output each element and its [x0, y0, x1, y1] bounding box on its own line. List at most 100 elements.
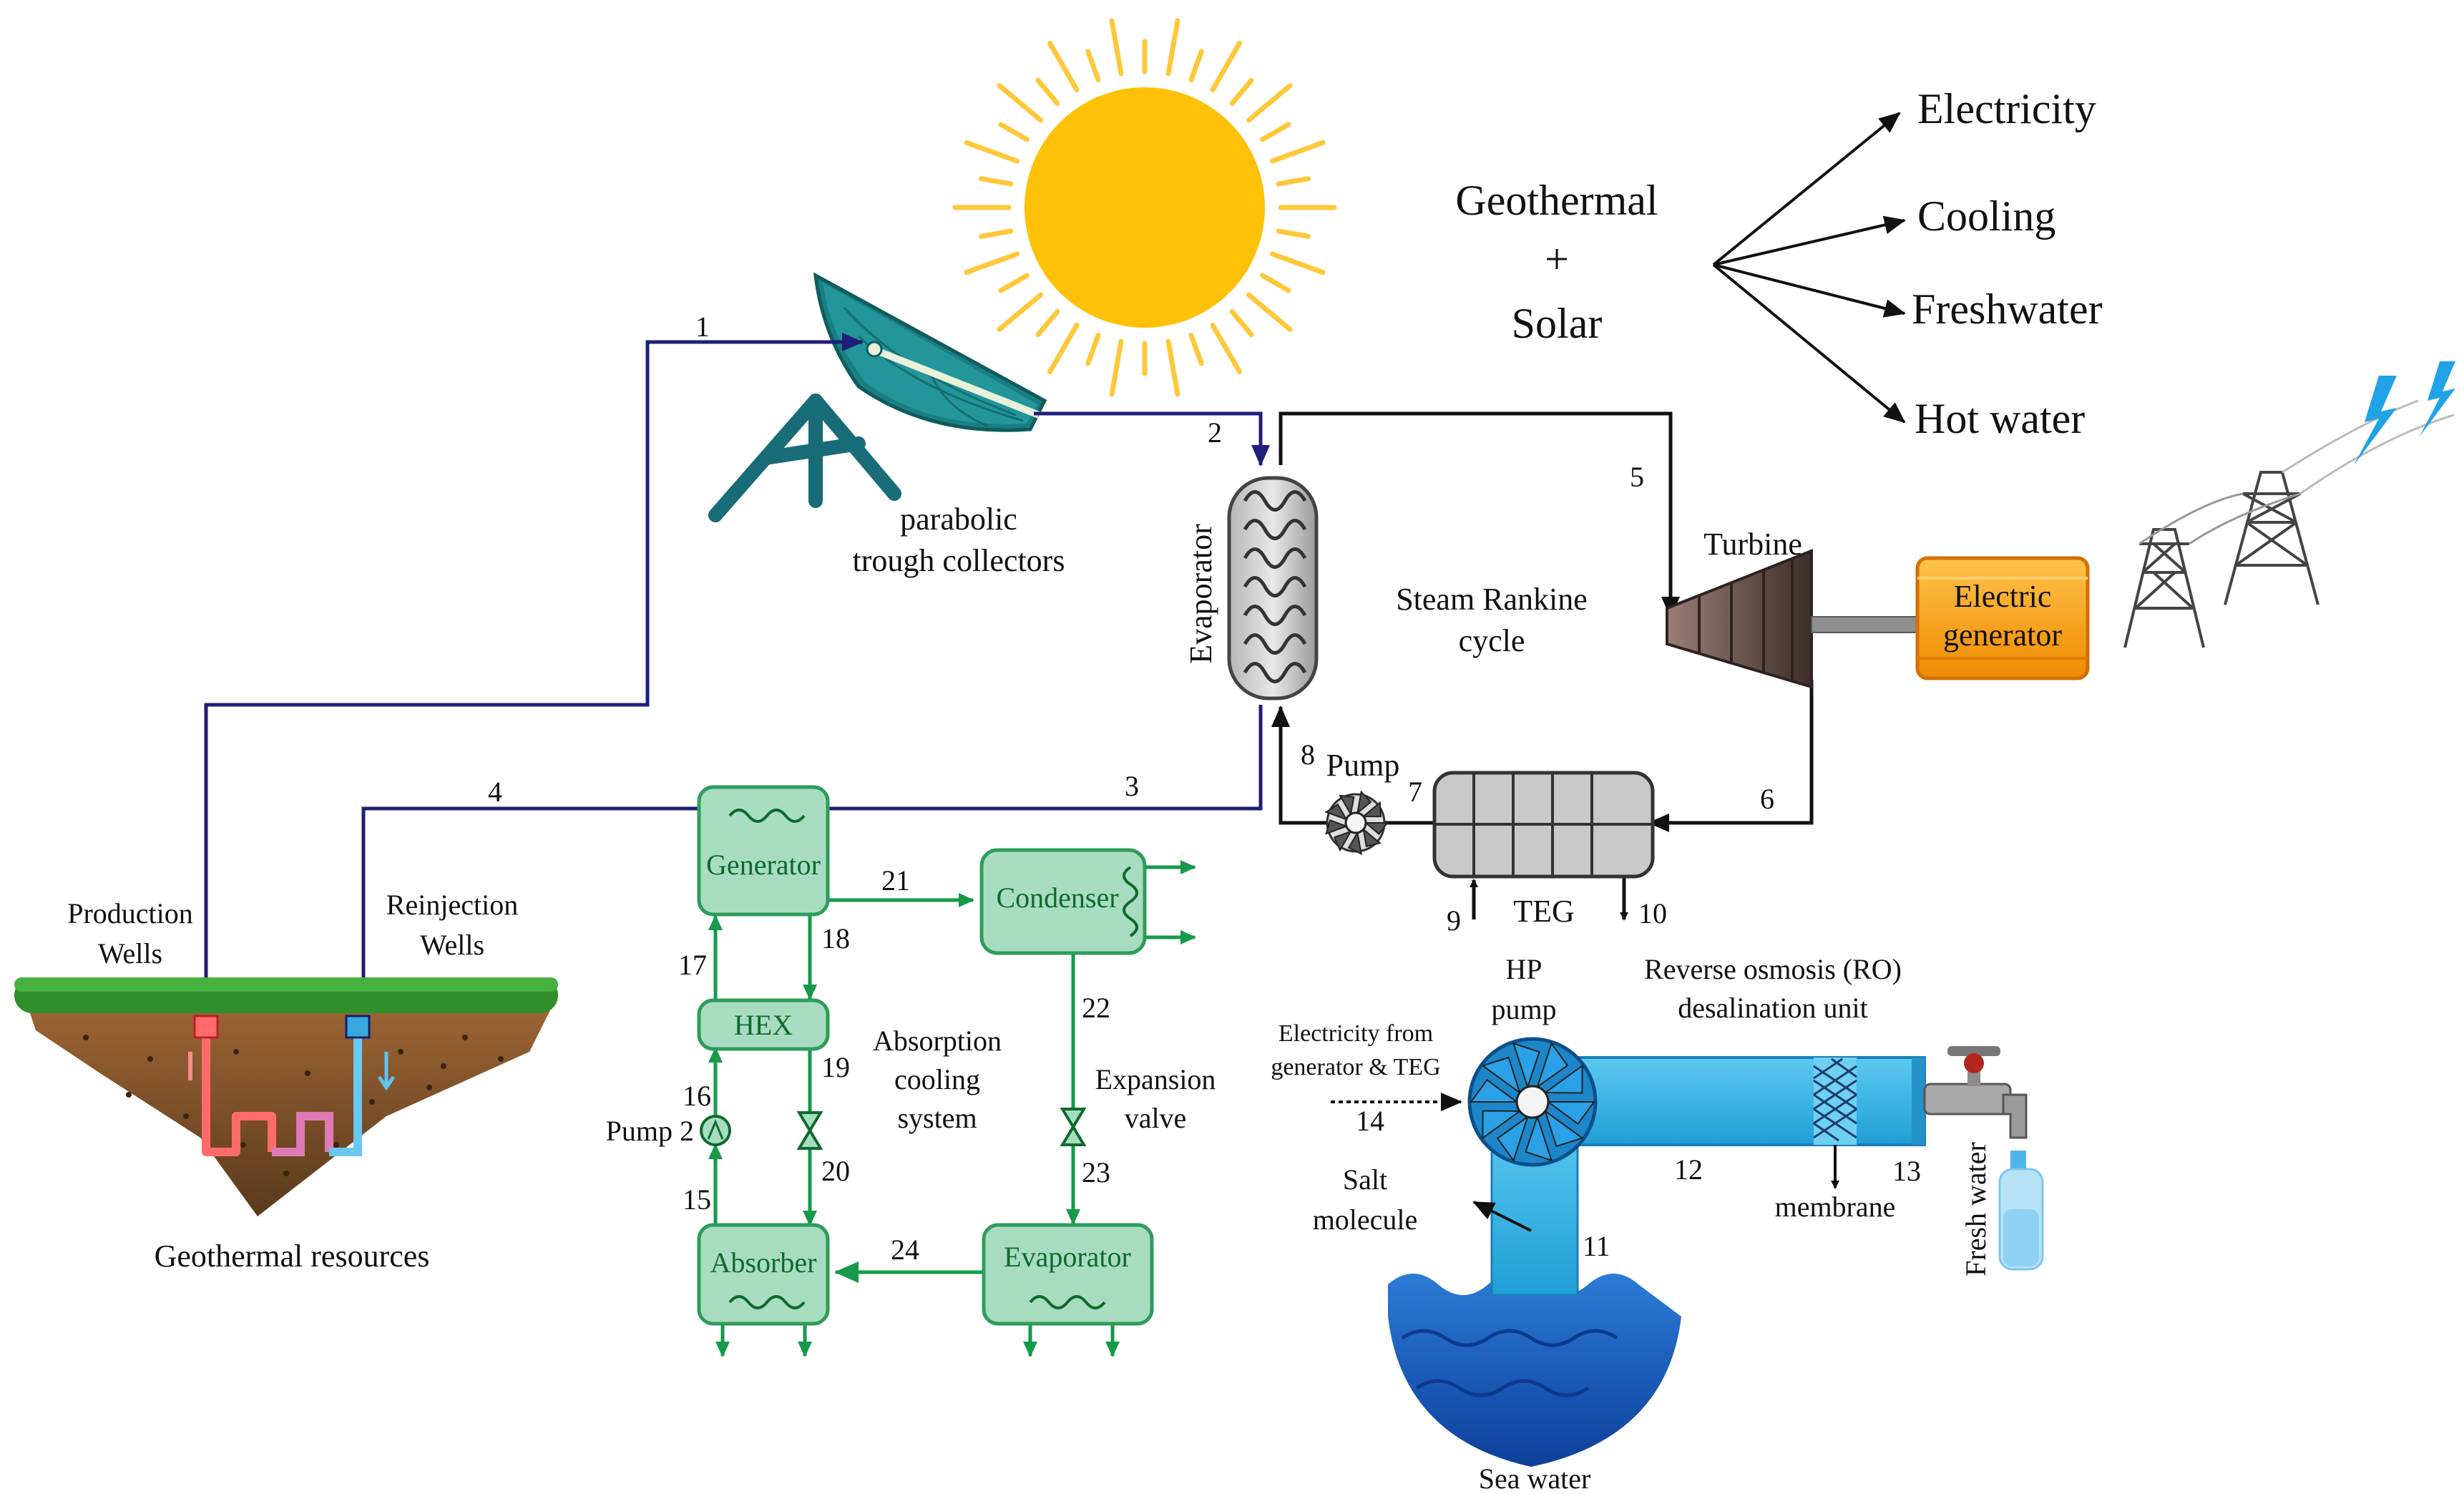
absorber-label: Absorber [710, 1246, 817, 1279]
expansion-valve-absorber-side [796, 1111, 823, 1150]
parabolic-trough-collector [708, 272, 1047, 522]
state-17: 17 [678, 949, 707, 981]
main-evaporator-label: Evaporator [1183, 524, 1218, 664]
rankine-pump [1324, 790, 1389, 856]
state-22: 22 [1082, 992, 1110, 1024]
faucet-icon [1923, 1046, 2028, 1139]
stream-1-line [204, 333, 864, 1022]
output-cooling: Cooling [1917, 192, 2055, 240]
state-3: 3 [1125, 770, 1139, 802]
absorber [697, 1223, 830, 1326]
electricity-input-label-1: Electricity from [1279, 1020, 1433, 1047]
state-19: 19 [821, 1051, 850, 1083]
reinjection-wellhead [345, 1015, 371, 1039]
ro-label-2: desalination unit [1678, 992, 1868, 1024]
source-geothermal: Geothermal [1455, 177, 1658, 224]
state-8: 8 [1301, 738, 1315, 771]
state-1: 1 [695, 311, 710, 343]
state-21: 21 [881, 864, 910, 897]
lightning-icon [2354, 361, 2455, 465]
state-16: 16 [683, 1080, 711, 1112]
state-5: 5 [1630, 461, 1644, 493]
salt-molecule-label-1: Salt [1343, 1163, 1387, 1196]
collector-label-2: trough collectors [853, 543, 1065, 578]
reinjection-wells-label-2: Wells [420, 929, 484, 961]
rankine-loop [1271, 411, 1814, 921]
state-numbers: 1 2 3 4 5 6 7 8 9 10 11 12 13 14 15 16 1… [488, 311, 1921, 1266]
expansion-valve-label-1: Expansion [1095, 1063, 1216, 1095]
electricity-input-label-2: generator & TEG [1271, 1054, 1440, 1080]
state-20: 20 [821, 1155, 850, 1187]
production-wells-label-1: Production [67, 897, 193, 929]
water-bottle-icon [1998, 1151, 2044, 1271]
ro-membrane [1813, 1058, 1857, 1145]
expansion-valve-evaporator-side [1060, 1108, 1087, 1146]
electric-generator-label-1: Electric [1954, 579, 2052, 614]
production-wells-label-2: Wells [98, 937, 162, 970]
state-24: 24 [891, 1234, 919, 1266]
turbine-shaft [1811, 616, 1920, 633]
hp-pump-label-2: pump [1491, 993, 1556, 1025]
state-13: 13 [1892, 1155, 1921, 1187]
source-plus: + [1545, 235, 1569, 283]
expansion-valve-label-2: valve [1125, 1102, 1187, 1134]
state-6: 6 [1760, 783, 1774, 815]
electric-generator-label-2: generator [1943, 617, 2062, 653]
teg [1432, 771, 1655, 879]
salt-molecule-arrow [1472, 1201, 1532, 1232]
pump-2-label: Pump 2 [606, 1115, 694, 1147]
transmission-tower-icon [2123, 399, 2455, 648]
state-7: 7 [1408, 776, 1422, 808]
condenser-label: Condenser [996, 882, 1118, 914]
stream-5-line [1279, 411, 1680, 618]
output-arrows [1712, 112, 1906, 424]
hp-pump-label-1: HP [1505, 953, 1542, 985]
state-23: 23 [1082, 1156, 1110, 1188]
rankine-label-1: Steam Rankine [1396, 582, 1588, 617]
rankine-label-2: cycle [1459, 623, 1525, 658]
state-2: 2 [1208, 416, 1222, 449]
sea-water-label: Sea water [1479, 1463, 1591, 1494]
state-18: 18 [821, 922, 850, 954]
ro-desalination-unit [1537, 1056, 1926, 1146]
absorption-loop [708, 860, 1196, 1357]
fresh-water-label: Fresh water [1960, 1142, 1992, 1276]
turbine-label: Turbine [1703, 527, 1802, 562]
absorption-generator-label: Generator [706, 849, 821, 881]
stream-6-line [1648, 680, 1814, 832]
state-4: 4 [488, 776, 502, 808]
reinjection-wells-label-1: Reinjection [386, 889, 518, 921]
absorption-label-3: system [897, 1102, 977, 1134]
state-10: 10 [1638, 897, 1667, 929]
stream-2-line [1034, 411, 1270, 467]
pump-2 [700, 1115, 731, 1146]
state-12: 12 [1674, 1153, 1703, 1186]
absorption-label-1: Absorption [873, 1025, 1002, 1057]
turbine [1666, 549, 1920, 689]
sun-icon [952, 18, 1337, 397]
absorption-evaporator-label: Evaporator [1004, 1241, 1131, 1273]
stream-8-line [1271, 706, 1327, 825]
state-15: 15 [683, 1183, 711, 1216]
absorption-generator [697, 785, 830, 917]
hp-pump [1467, 1037, 1598, 1167]
absorption-label-2: cooling [894, 1063, 980, 1095]
reinjection-well-pipe [329, 1030, 362, 1156]
source-solar: Solar [1512, 300, 1603, 347]
geothermal-ground [14, 977, 558, 1216]
absorption-evaporator [982, 1223, 1154, 1326]
output-freshwater: Freshwater [1912, 285, 2103, 333]
state-14: 14 [1356, 1105, 1384, 1137]
electric-generator [1915, 556, 2090, 680]
sea-water [1388, 1274, 1681, 1467]
membrane-label: membrane [1775, 1191, 1896, 1223]
ro-label-1: Reverse osmosis (RO) [1644, 953, 1902, 985]
condenser [979, 848, 1147, 955]
teg-label: TEG [1513, 894, 1575, 929]
collector-label-1: parabolic [900, 502, 1017, 537]
hex-heat-exchanger [697, 998, 830, 1051]
output-electricity: Electricity [1917, 85, 2096, 132]
output-hot-water: Hot water [1915, 395, 2085, 442]
production-well-pipe [202, 1030, 276, 1156]
